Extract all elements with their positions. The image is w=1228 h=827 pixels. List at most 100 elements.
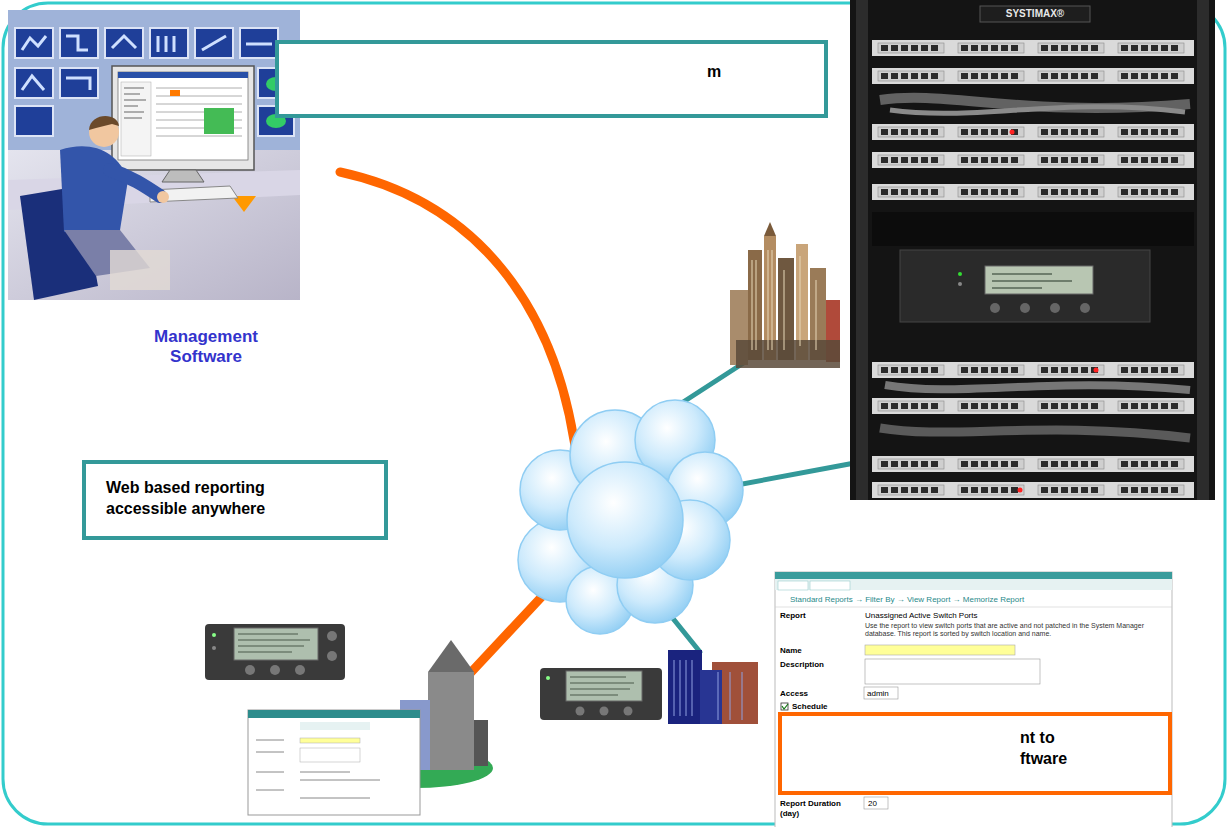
patch-rack <box>850 0 1215 500</box>
lcd-panel <box>212 646 216 650</box>
operator-workstation <box>8 150 300 300</box>
report-screenshot <box>865 659 1040 684</box>
patch-rack <box>992 274 1072 288</box>
operator-workstation <box>162 170 204 182</box>
office-buildings <box>668 650 702 724</box>
operator-workstation <box>60 68 98 98</box>
operator-workstation <box>158 36 174 52</box>
breadcrumb: Standard Reports → Filter By → View Repo… <box>790 595 1170 605</box>
patch-rack <box>872 68 1194 84</box>
lcd-panel <box>295 665 305 675</box>
report-screenshot <box>781 703 788 710</box>
operator-workstation <box>121 82 151 156</box>
lcd-panel <box>576 707 585 716</box>
report-thumbnail <box>300 722 370 730</box>
patch-rack <box>872 398 1194 414</box>
lcd-panel <box>327 651 337 661</box>
city-skyline <box>764 222 776 236</box>
report-screenshot <box>864 687 898 699</box>
report-thumbnail <box>300 748 360 762</box>
report-screenshot <box>782 704 788 709</box>
network-cloud <box>518 400 743 634</box>
callout-box: Web based reporting accessible anywhere <box>82 460 388 540</box>
operator-workstation <box>157 191 169 203</box>
lcd-panel <box>245 665 255 675</box>
operator-workstation <box>66 36 88 50</box>
network-links <box>340 172 578 470</box>
operator-workstation <box>15 106 53 136</box>
operator-workstation <box>105 28 143 58</box>
report-thumbnail <box>248 710 420 718</box>
report-thumbnail <box>248 710 420 815</box>
operator-workstation <box>8 10 300 300</box>
form-label: Schedule <box>792 702 862 712</box>
operator-workstation <box>89 116 119 130</box>
operator-workstation <box>60 146 128 232</box>
patch-rack <box>850 0 1215 500</box>
lcd-panel <box>270 665 280 675</box>
operator-workstation <box>240 28 278 58</box>
report-thumbnail <box>256 740 380 798</box>
operator-workstation <box>112 66 254 170</box>
building-cluster <box>428 640 474 672</box>
form-note: Use the report to view switch ports that… <box>865 622 1165 639</box>
form-label: Description <box>780 660 860 670</box>
operator-workstation <box>22 76 44 90</box>
lcd-panel <box>205 624 345 680</box>
patch-rack <box>1050 303 1060 313</box>
network-cloud <box>567 462 683 578</box>
operator-workstation <box>66 78 90 90</box>
form-label: Report <box>780 611 860 621</box>
callout-text: m <box>707 62 767 83</box>
operator-workstation <box>195 28 233 58</box>
form-label: Name <box>780 646 860 656</box>
operator-workstation <box>110 250 170 290</box>
patch-rack <box>1197 0 1209 500</box>
lcd-panel <box>540 668 662 720</box>
operator-workstation <box>202 36 226 50</box>
lcd-panel <box>600 707 609 716</box>
patch-rack <box>856 0 868 500</box>
lcd-panel <box>238 634 310 652</box>
office-buildings <box>668 650 758 724</box>
operator-workstation <box>156 88 242 136</box>
lcd-panel <box>540 668 662 720</box>
form-value: Unassigned Active Switch Ports <box>865 611 1165 621</box>
patch-rack <box>985 266 1093 294</box>
report-screenshot <box>865 645 1015 655</box>
report-screenshot <box>775 607 1172 608</box>
form-value: 20 <box>868 799 886 809</box>
form-value: admin <box>867 689 897 699</box>
operator-workstation <box>124 88 146 118</box>
patch-rack <box>885 385 1190 390</box>
office-buildings <box>674 660 742 720</box>
building-cluster <box>474 720 488 766</box>
operator-workstation <box>22 36 46 50</box>
operator-workstation <box>15 68 53 98</box>
office-buildings <box>700 670 722 724</box>
patch-rack <box>1094 368 1099 373</box>
lcd-panel <box>566 671 642 701</box>
patch-rack <box>872 482 1194 498</box>
patch-rack <box>958 272 962 276</box>
operator-workstation <box>15 28 53 58</box>
patch-rack <box>890 107 1185 114</box>
report-screenshot <box>775 572 1172 827</box>
report-thumbnail <box>248 710 420 815</box>
brand-name: SYSTIMAX® <box>985 8 1085 20</box>
operator-workstation <box>170 90 180 96</box>
lcd-panel <box>327 631 337 641</box>
patch-rack <box>1020 303 1030 313</box>
patch-rack <box>1018 488 1023 493</box>
report-screenshot <box>775 572 1172 579</box>
lcd-panel <box>205 624 345 680</box>
callout-box: nt to ftware <box>778 712 1172 795</box>
patch-rack <box>872 184 1194 200</box>
operator-workstation <box>118 72 248 78</box>
operator-workstation <box>150 186 238 202</box>
report-screenshot <box>778 581 808 590</box>
patch-rack <box>872 40 1194 56</box>
component-caption: Management Software <box>122 327 290 368</box>
